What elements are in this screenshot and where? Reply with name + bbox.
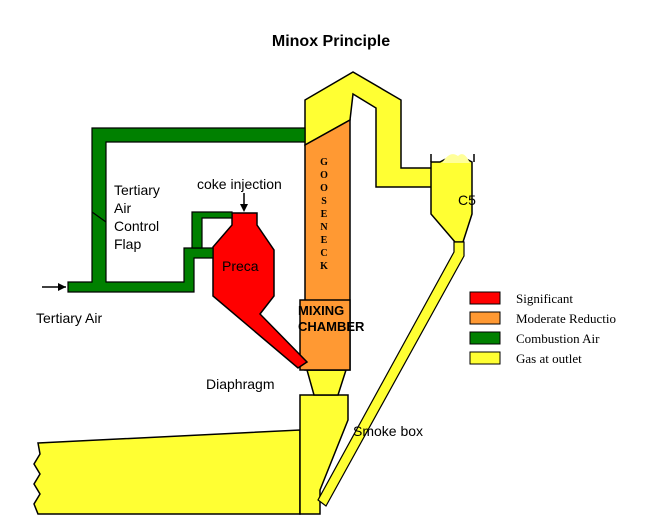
label-mixing-chamber: MIXING CHAMBER [298,303,365,334]
coke-injection-duct [191,211,233,249]
meal-pipe [317,241,465,507]
legend-swatch [469,291,501,305]
mixing-chamber [299,299,351,371]
tertiary-air-duct [67,127,306,293]
cyclone-top-dust [442,154,470,163]
control-flap [91,211,107,223]
gooseneck-letter: E [321,209,328,220]
gooseneck-letter: K [320,261,328,272]
tertiary-air-arrowhead [58,283,66,291]
gooseneck-letter: N [320,222,328,233]
legend-label: Gas at outlet [516,351,582,366]
label-diaphragm: Diaphragm [206,376,274,392]
diagram-title: Minox Principle [272,33,390,50]
label-coke-injection: coke injection [197,176,282,192]
gooseneck-letter: E [321,235,328,246]
gooseneck-letter: G [320,157,328,168]
precalciner [212,212,309,369]
label-smoke-box: Smoke box [353,423,423,439]
legend-swatch [469,311,501,325]
label-tertiary-air: Tertiary Air [36,310,102,326]
kiln-inlet [299,394,349,515]
kiln [33,429,301,515]
label-precalciner: Preca [222,258,259,274]
coke-injection-arrowhead [240,204,248,212]
legend-swatch [469,331,501,345]
label-tertiary-air-control-flap: Tertiary Air Control Flap [114,182,164,252]
legend-swatch [469,351,501,365]
gooseneck-letter: S [321,196,327,207]
legend-label: Combustion Air [516,331,600,346]
gooseneck-letter: O [320,183,328,194]
diaphragm [306,369,348,396]
legend-label: Significant [516,291,573,306]
gooseneck-letter: C [320,248,327,259]
label-c5: C5 [458,192,476,208]
legend-label: Moderate Reductio [516,311,616,326]
gooseneck-letter: O [320,170,328,181]
